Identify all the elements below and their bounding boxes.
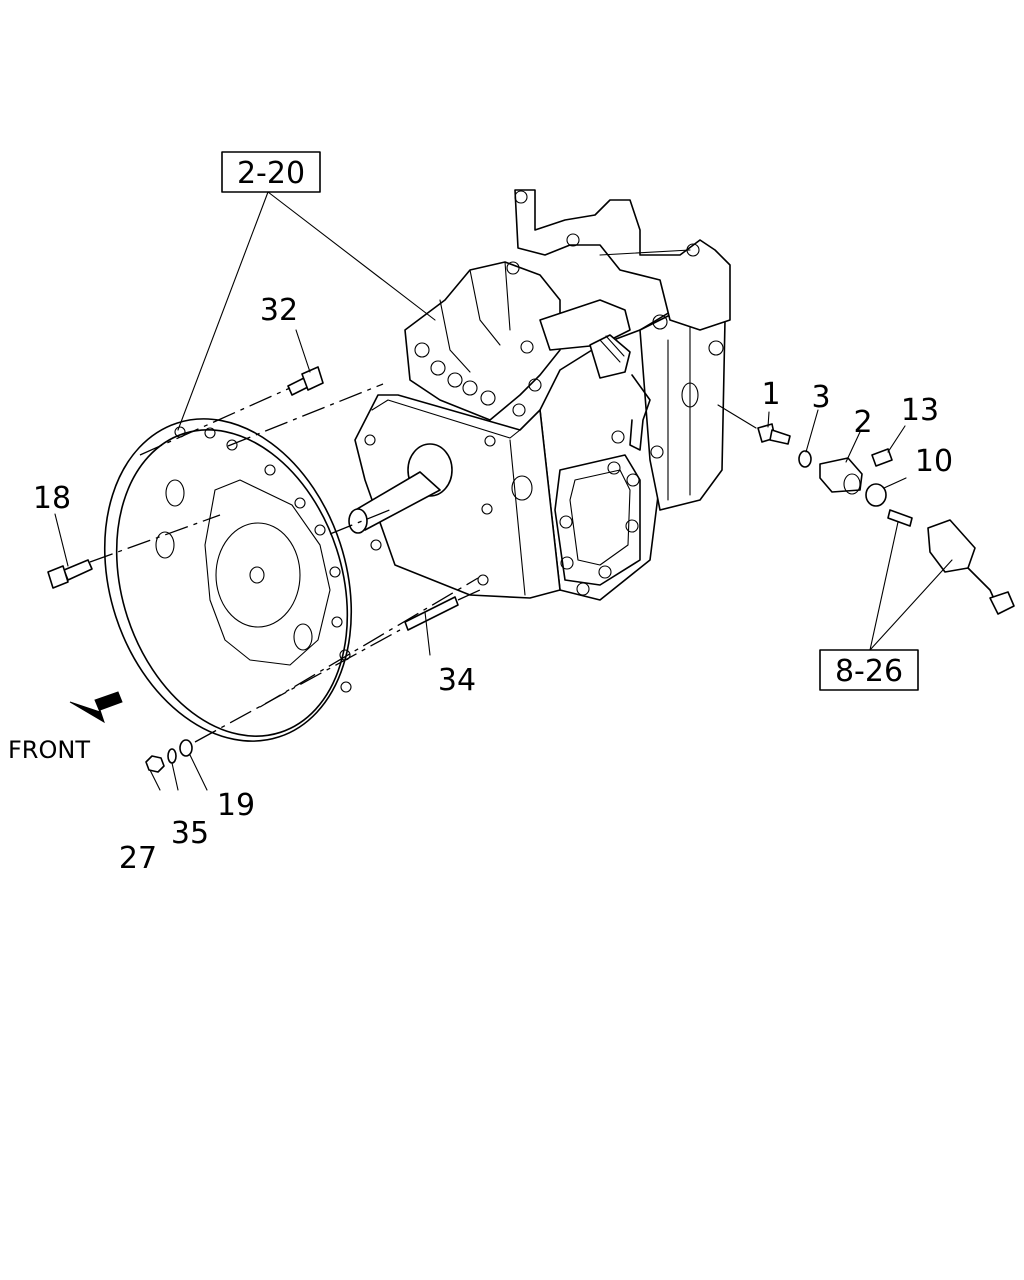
part-18-bolt[interactable] (47, 559, 93, 589)
transmission-housing (348, 189, 731, 601)
callout-2[interactable]: 2 (853, 405, 872, 440)
group-8-26-box (819, 649, 919, 691)
part-32-bolt[interactable] (287, 366, 324, 396)
part-19-washer[interactable] (179, 739, 193, 757)
part-35-spring-washer[interactable] (167, 748, 177, 764)
front-label: FRONT (8, 736, 90, 764)
part-13-screw[interactable] (871, 448, 893, 467)
callout-13[interactable]: 13 (901, 393, 939, 428)
callout-18[interactable]: 18 (33, 481, 71, 516)
callout-19[interactable]: 19 (217, 788, 255, 823)
part-2-switch[interactable] (819, 457, 863, 495)
callout-27[interactable]: 27 (119, 841, 157, 876)
speed-sensor[interactable] (927, 519, 1015, 615)
callout-35[interactable]: 35 (171, 816, 209, 851)
callout-34[interactable]: 34 (438, 663, 476, 698)
group-2-20-box (221, 151, 321, 193)
part-10-collar[interactable] (865, 483, 887, 507)
callout-3[interactable]: 3 (811, 380, 830, 415)
callout-32[interactable]: 32 (260, 293, 298, 328)
clutch-housing (103, 418, 353, 742)
part-3-oring[interactable] (798, 450, 812, 468)
leader-lines (54, 191, 953, 791)
callout-1[interactable]: 1 (761, 377, 780, 412)
callout-10[interactable]: 10 (915, 444, 953, 479)
part-1-bolt[interactable] (757, 423, 791, 445)
group-2-20-label[interactable]: 2-20 (237, 156, 305, 191)
front-arrow-icon (69, 691, 123, 724)
part-34-stud[interactable] (404, 596, 459, 631)
speed-sensor-pin[interactable] (887, 509, 913, 527)
group-8-26-label[interactable]: 8-26 (835, 654, 903, 689)
part-27-nut[interactable] (145, 755, 165, 773)
assembly-lines (89, 383, 757, 743)
